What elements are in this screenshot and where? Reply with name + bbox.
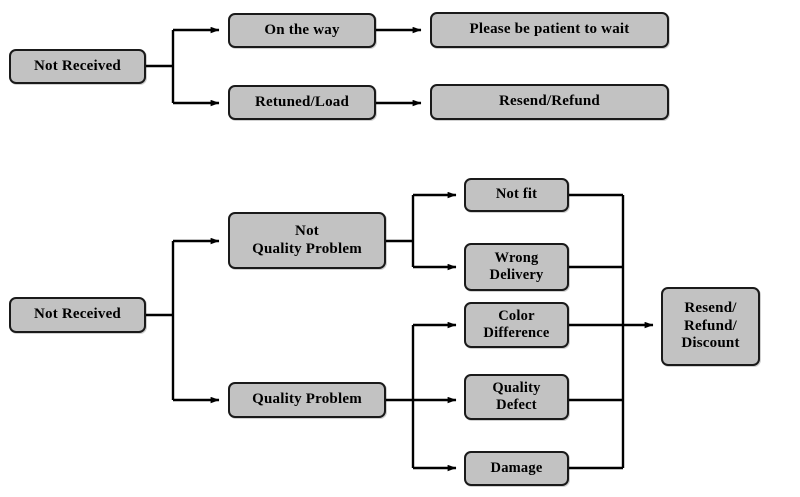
node-on-the-way[interactable]: On the way [228,13,376,48]
node-not-quality-problem[interactable]: Not Quality Problem [228,212,386,269]
node-please-be-patient-to-wait[interactable]: Please be patient to wait [430,12,669,48]
node-top-root[interactable]: Not Received [9,49,146,84]
node-resend-refund-discount[interactable]: Resend/ Refund/ Discount [661,287,760,366]
node-quality-problem[interactable]: Quality Problem [228,382,386,418]
node-damage[interactable]: Damage [464,451,569,486]
node-resend-refund[interactable]: Resend/Refund [430,84,669,120]
node-wrong-delivery[interactable]: Wrong Delivery [464,243,569,291]
node-bottom-root[interactable]: Not Received [9,297,146,333]
node-color-difference[interactable]: Color Difference [464,302,569,348]
node-not-fit[interactable]: Not fit [464,178,569,212]
node-retuned-load[interactable]: Retuned/Load [228,85,376,120]
node-quality-defect[interactable]: Quality Defect [464,374,569,420]
